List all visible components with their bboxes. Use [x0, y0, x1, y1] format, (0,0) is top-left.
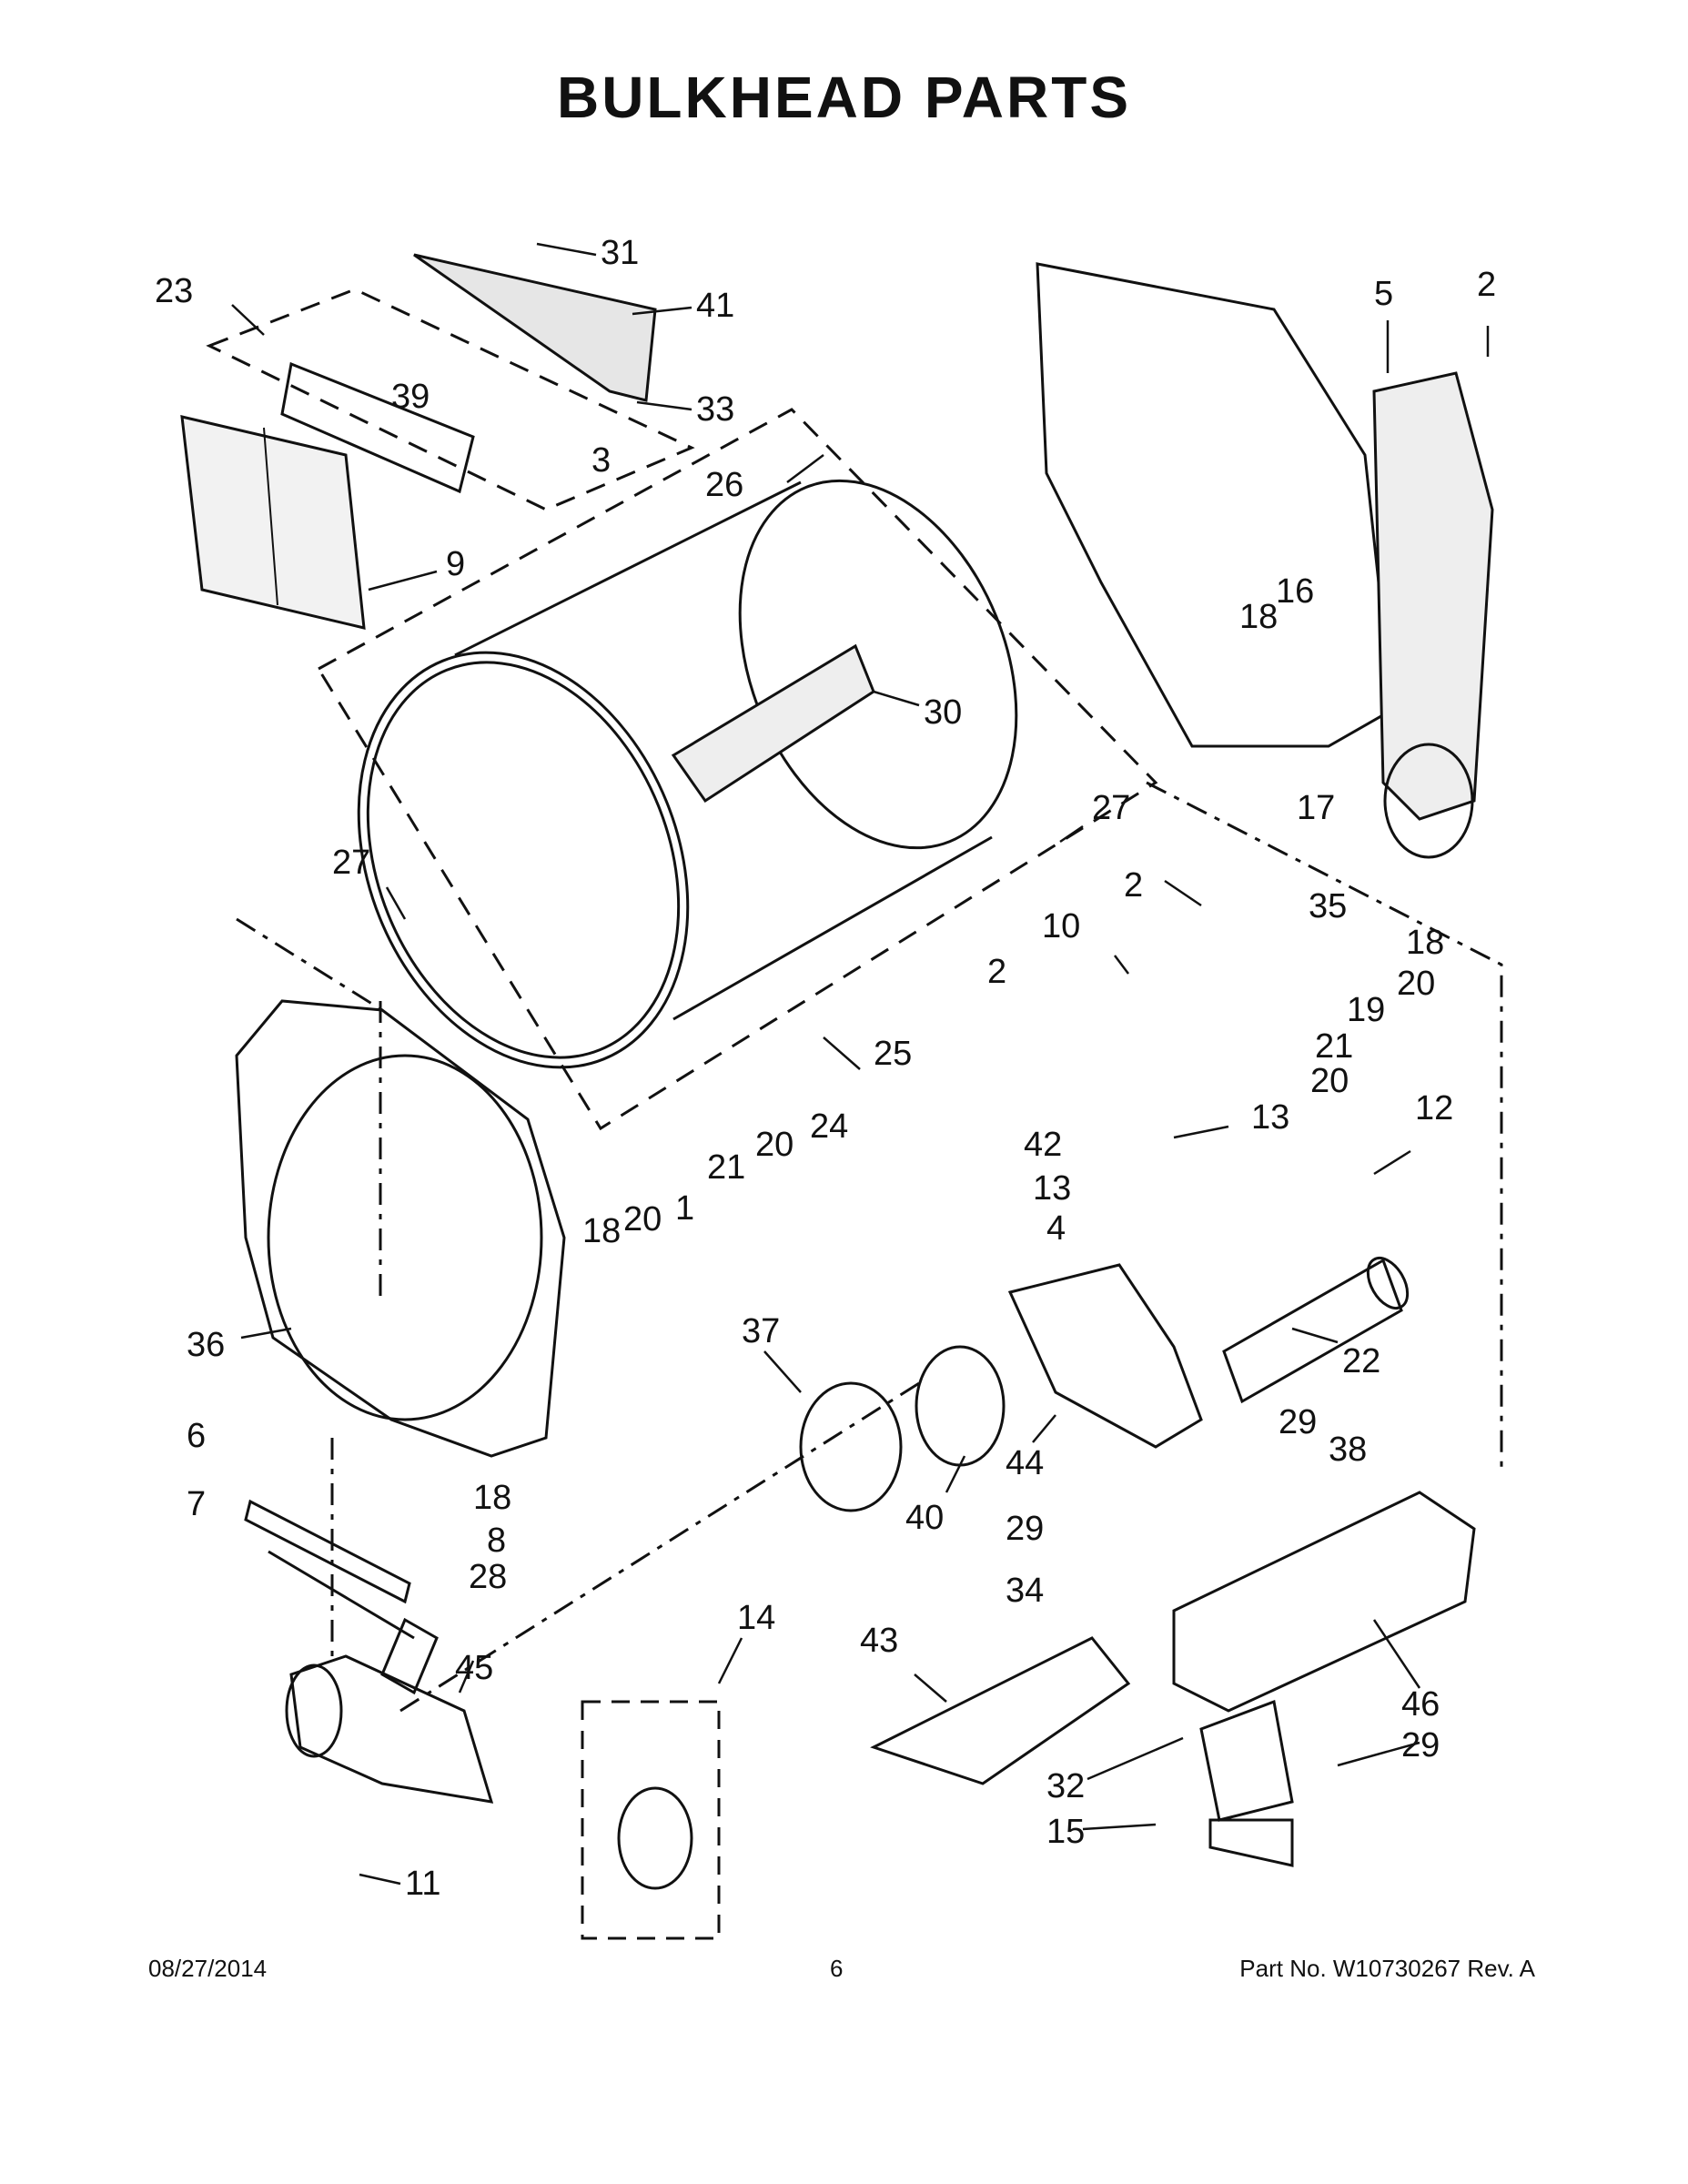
drum-front — [366, 661, 681, 1059]
lint-screen — [180, 415, 366, 630]
callout-38: 38 — [1329, 1431, 1367, 1469]
drum-baffle — [671, 643, 875, 804]
callout-21-left: 21 — [707, 1148, 745, 1187]
callout-40: 40 — [905, 1499, 944, 1537]
drum-rear — [738, 479, 1018, 850]
callout-18-mid: 18 — [1406, 924, 1444, 962]
rear-bulkhead-cover — [1372, 371, 1494, 821]
seal-strip-6 — [244, 1499, 411, 1604]
heater-bracket — [1199, 1699, 1294, 1822]
callout-19: 19 — [1347, 991, 1385, 1029]
callout-42: 42 — [1024, 1126, 1062, 1164]
callout-46: 46 — [1401, 1685, 1440, 1724]
callout-14: 14 — [737, 1599, 775, 1637]
callout-26: 26 — [705, 466, 743, 504]
rear-bulkhead — [1036, 262, 1394, 748]
callout-41: 41 — [696, 287, 734, 325]
footer-date: 08/27/2014 — [148, 1955, 268, 1982]
callout-32: 32 — [1046, 1767, 1085, 1805]
page-title: BULKHEAD PARTS — [556, 65, 1132, 130]
blower-housing — [1007, 1263, 1203, 1449]
callout-12: 12 — [1415, 1089, 1453, 1127]
filter-group-box — [206, 288, 695, 511]
callout-8: 8 — [487, 1522, 506, 1560]
seal-strip-7 — [268, 1550, 415, 1640]
callout-18-bottom: 18 — [473, 1479, 511, 1517]
blower-seal — [915, 1345, 1006, 1467]
callout-13-right: 13 — [1251, 1098, 1289, 1137]
callout-20-mid: 20 — [1397, 965, 1435, 1003]
callout-29-bottom: 29 — [1401, 1726, 1440, 1764]
callout-10: 10 — [1042, 907, 1080, 945]
callout-36: 36 — [187, 1326, 225, 1364]
callout-numbers: 31 41 23 39 33 3 26 9 30 5 2 16 18 17 27… — [155, 234, 1496, 1903]
drum-group-box — [316, 408, 1158, 1131]
callout-29-mid: 29 — [1006, 1510, 1044, 1548]
callout-30: 30 — [924, 693, 962, 732]
exhaust-duct — [1222, 1258, 1403, 1404]
callout-33: 33 — [696, 390, 734, 429]
callout-37: 37 — [742, 1312, 780, 1350]
callout-20-left: 20 — [755, 1126, 793, 1164]
blower-wheel — [799, 1381, 903, 1512]
filter-housing — [280, 361, 475, 494]
callout-5: 5 — [1374, 275, 1393, 313]
callout-15: 15 — [1046, 1813, 1085, 1851]
callout-7: 7 — [187, 1485, 206, 1523]
callout-29-top: 29 — [1279, 1403, 1317, 1441]
part-drawings — [180, 242, 1503, 1940]
callout-18-top: 18 — [1239, 598, 1278, 636]
callout-22: 22 — [1342, 1342, 1380, 1380]
callout-28: 28 — [469, 1558, 507, 1596]
seal-strip-28 — [380, 1617, 439, 1695]
callout-4: 4 — [1046, 1209, 1066, 1248]
callout-18-left: 18 — [582, 1212, 621, 1250]
callout-20-low: 20 — [1310, 1062, 1349, 1100]
kit-box — [581, 1700, 721, 1940]
footer-page-number: 6 — [830, 1955, 844, 1982]
filter-grille — [413, 253, 657, 402]
callout-13-mid: 13 — [1033, 1169, 1071, 1208]
callout-9: 9 — [446, 545, 465, 583]
callout-44: 44 — [1006, 1444, 1044, 1482]
callout-6: 6 — [187, 1417, 206, 1455]
callout-45: 45 — [455, 1649, 493, 1687]
callout-27-right: 27 — [1092, 789, 1130, 827]
callout-31: 31 — [601, 234, 639, 272]
lint-duct — [289, 1654, 494, 1804]
callout-11: 11 — [405, 1865, 440, 1903]
callout-23: 23 — [155, 272, 193, 310]
callout-25: 25 — [874, 1035, 912, 1073]
callout-35: 35 — [1309, 887, 1347, 925]
callout-21-mid: 21 — [1315, 1027, 1353, 1066]
callout-20-left2: 20 — [623, 1200, 662, 1239]
front-bulkhead — [235, 999, 566, 1458]
callout-3: 3 — [591, 441, 611, 480]
callout-43: 43 — [860, 1622, 898, 1660]
callout-16: 16 — [1276, 572, 1314, 611]
footer-part-number: Part No. W10730267 Rev. A — [1239, 1955, 1535, 1982]
drum-front-seal — [357, 651, 690, 1069]
callout-34: 34 — [1006, 1572, 1044, 1610]
callout-39: 39 — [391, 378, 430, 416]
callout-2-mid: 2 — [1124, 866, 1143, 905]
leader-lines — [231, 242, 1490, 1886]
callout-24: 24 — [810, 1107, 848, 1146]
callout-27-left: 27 — [332, 844, 370, 882]
callout-2-top: 2 — [1477, 266, 1496, 304]
callout-2-low: 2 — [987, 953, 1006, 991]
heating-element — [870, 1636, 1131, 1785]
callout-17: 17 — [1297, 789, 1335, 827]
heater-housing — [1172, 1491, 1476, 1713]
callout-1: 1 — [675, 1189, 694, 1228]
